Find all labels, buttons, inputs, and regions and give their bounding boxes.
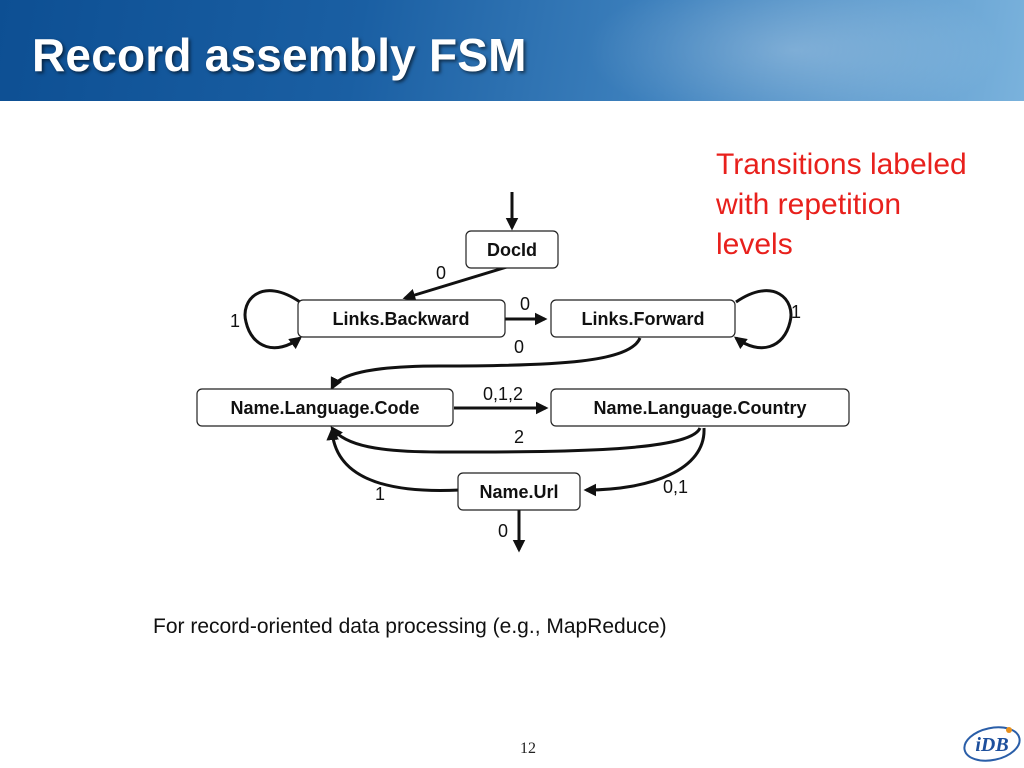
label-country-to-url: 0,1 <box>663 477 688 497</box>
slide-title: Record assembly FSM <box>32 29 527 81</box>
caption: For record-oriented data processing (e.g… <box>153 615 667 638</box>
node-links-forward-label: Links.Forward <box>581 309 704 329</box>
node-name-language-code-label: Name.Language.Code <box>230 398 419 418</box>
node-links-backward: Links.Backward <box>297 299 506 338</box>
edge-url-to-code <box>326 427 461 493</box>
label-forward-to-code: 0 <box>514 337 524 357</box>
logo-text: iDB <box>975 734 1008 756</box>
node-name-language-country: Name.Language.Country <box>550 388 850 427</box>
node-name-language-code: Name.Language.Code <box>196 388 454 427</box>
node-name-url-label: Name.Url <box>479 482 558 502</box>
node-docid: DocId <box>465 230 559 269</box>
node-links-forward: Links.Forward <box>550 299 736 338</box>
transition-note: Transitions labeled with repetition leve… <box>716 148 967 261</box>
node-links-backward-label: Links.Backward <box>332 309 469 329</box>
edge-docid-to-backward <box>402 264 511 302</box>
node-name-language-country-label: Name.Language.Country <box>593 398 806 418</box>
edge-forward-to-code <box>330 337 642 391</box>
label-country-to-code: 2 <box>514 427 524 447</box>
edge-backward-self-loop <box>243 289 303 350</box>
label-url-to-code: 1 <box>375 484 385 504</box>
label-url-exit: 0 <box>498 521 508 541</box>
edge-country-to-url <box>583 427 706 497</box>
title-bar: Record assembly FSM <box>0 0 1024 101</box>
edge-forward-self-loop <box>733 289 793 350</box>
label-code-to-country: 0,1,2 <box>483 384 523 404</box>
node-docid-label: DocId <box>487 240 537 260</box>
edge-country-to-code <box>330 425 702 454</box>
node-name-url: Name.Url <box>457 472 581 511</box>
label-backward-to-forward: 0 <box>520 294 530 314</box>
label-forward-self: 1 <box>791 302 801 322</box>
page-number: 12 <box>520 740 536 757</box>
idb-logo-icon: iDB <box>963 726 1021 762</box>
label-backward-self: 1 <box>230 311 240 331</box>
label-docid-to-backward: 0 <box>436 263 446 283</box>
